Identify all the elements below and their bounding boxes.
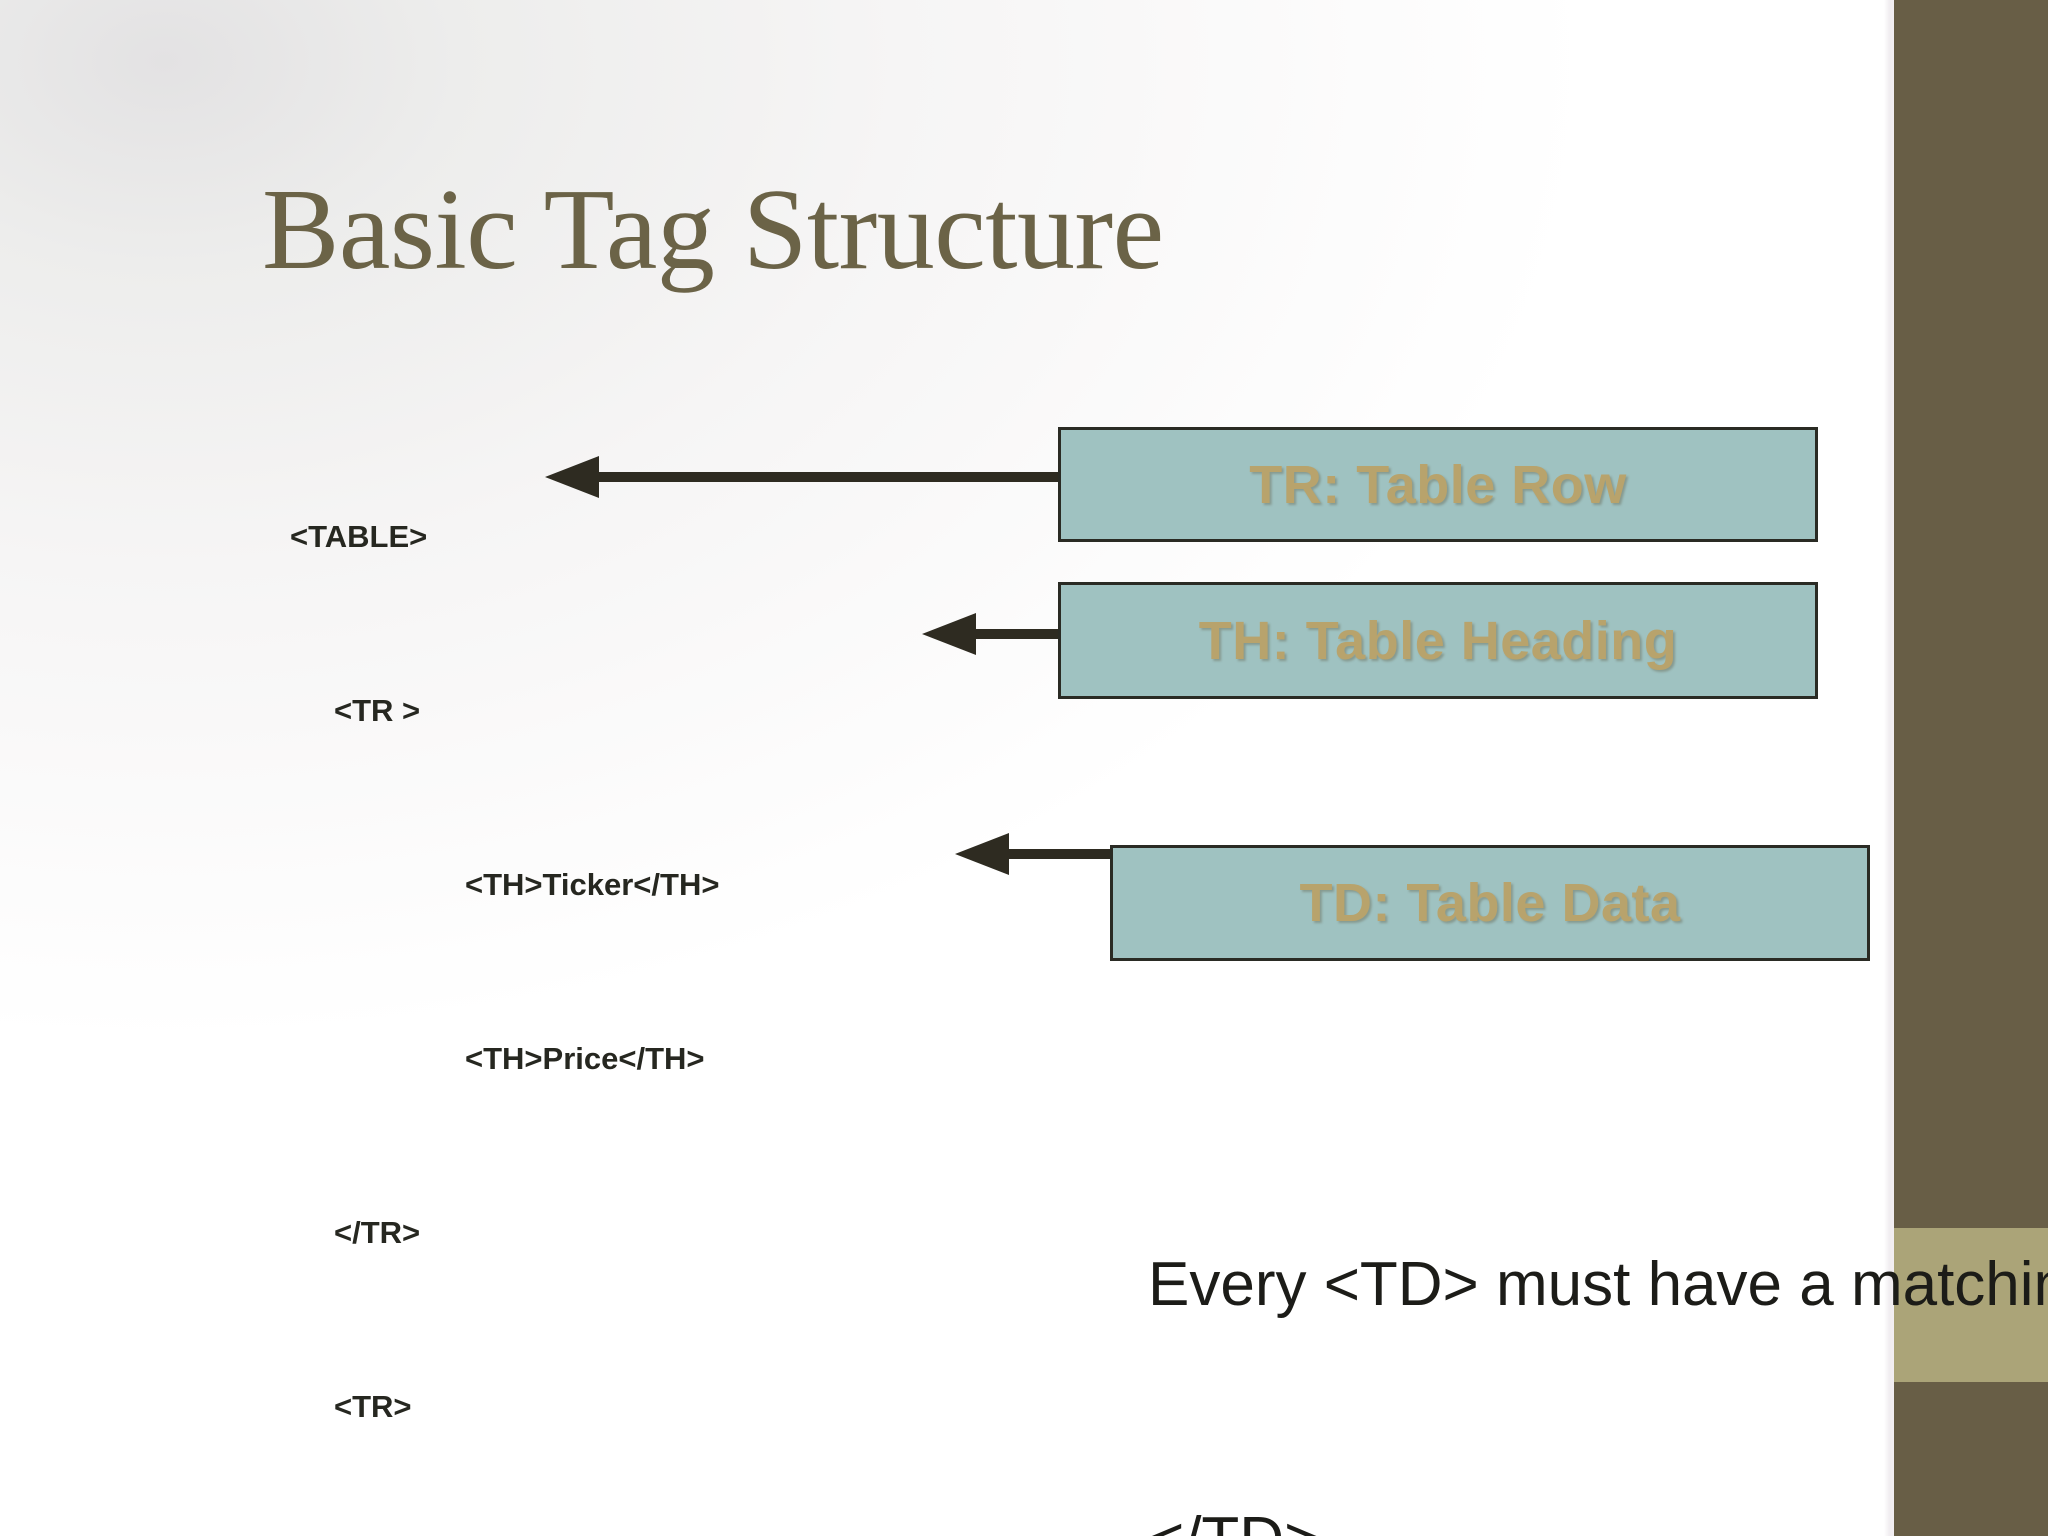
sidebar-decoration: [1884, 0, 2048, 1536]
code-line: <TR>: [334, 1389, 412, 1424]
arrow-shaft: [595, 472, 1058, 482]
arrow-head-icon: [922, 613, 976, 655]
code-line: <TR >: [334, 693, 421, 728]
code-line: </TR>: [334, 1215, 421, 1250]
code-line: <TABLE>: [290, 519, 428, 554]
sidebar-band-top: [1894, 0, 2048, 1228]
arrow-head-icon: [545, 456, 599, 498]
code-line: <TH>Price</TH>: [465, 1041, 705, 1076]
sidebar-edge-shadow: [1884, 0, 1894, 1536]
arrow-shaft: [972, 629, 1058, 639]
sidebar-band-bottom: [1894, 1382, 2048, 1536]
callout-box-table-row: TR: Table Row: [1058, 427, 1818, 542]
arrow-head-icon: [955, 833, 1009, 875]
arrow-left-to-tr: [545, 456, 1058, 498]
arrow-left-to-th: [922, 613, 1058, 655]
callout-box-table-heading: TH: Table Heading: [1058, 582, 1818, 699]
sidebar-band-accent: [1894, 1228, 2048, 1382]
arrow-left-to-td: [955, 833, 1110, 875]
code-line: <TH>Ticker</TH>: [465, 867, 720, 902]
note-line: </TD>.: [1148, 1497, 2048, 1536]
code-listing: <TABLE> <TR > <TH>Ticker</TH> <TH>Price<…: [290, 392, 749, 1536]
callout-box-table-data: TD: Table Data: [1110, 845, 1870, 961]
arrow-shaft: [1005, 849, 1110, 859]
note-line: Every <TD> must have a matching: [1148, 1250, 2048, 1319]
note-block: Every <TD> must have a matching </TD>. E…: [1148, 1072, 2048, 1536]
page-title: Basic Tag Structure: [262, 166, 1164, 294]
